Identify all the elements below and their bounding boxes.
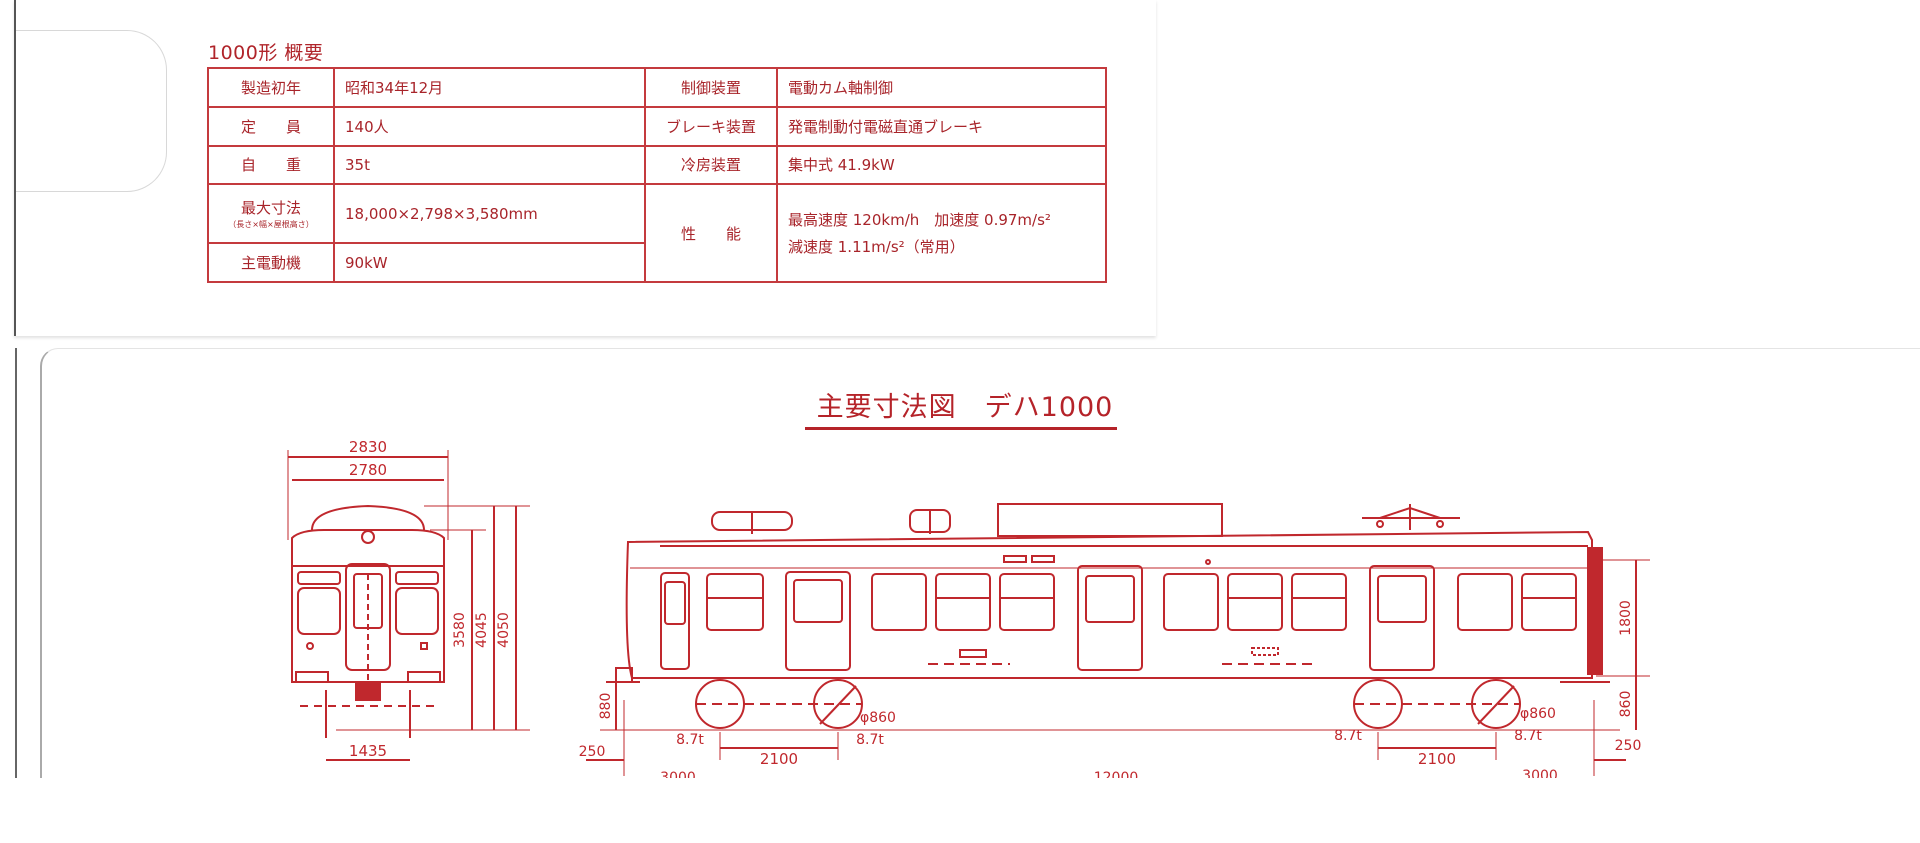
side-plate (959, 649, 987, 658)
cab-door (660, 572, 690, 670)
page-margin (0, 778, 1920, 843)
dimension-labels: 2830 2780 3580 4045 4050 1435 1800 860 8… (349, 438, 1641, 786)
front-skirt (407, 671, 441, 683)
overview-title: 1000形 概要 (208, 42, 324, 64)
spec-value: 昭和34年12月 (333, 67, 646, 108)
insulator-icon (1436, 520, 1444, 528)
spec-value: 発電制動付電磁直通ブレーキ (776, 105, 1107, 147)
dim-label: 8.7t (856, 732, 884, 748)
dim-label: 8.7t (1334, 728, 1362, 744)
front-skirt (295, 671, 329, 683)
side-door (785, 571, 851, 671)
diameter-arrow (1477, 685, 1515, 725)
dim-label: 1435 (349, 742, 387, 760)
spec-value: 集中式 41.9kW (776, 144, 1107, 186)
spec-label: ブレーキ装置 (644, 105, 778, 147)
dim-label: 860 (1618, 691, 1634, 718)
dim-label: 2100 (760, 750, 798, 768)
side-window (999, 573, 1055, 631)
dim-label: 2100 (1418, 750, 1456, 768)
side-door (1369, 565, 1435, 671)
spec-label: 製造初年 (207, 67, 335, 108)
spec-label: 定 員 (207, 105, 335, 147)
spec-label: 冷房装置 (644, 144, 778, 186)
diameter-arrow (819, 685, 857, 725)
spec-value: 35t (333, 144, 646, 186)
spec-label: 制御装置 (644, 67, 778, 108)
dim-label: φ860 (1520, 706, 1556, 722)
marker-icon (1205, 559, 1211, 565)
table-row: 主電動機 90kW (207, 242, 1106, 283)
gangway-icon (1587, 547, 1603, 675)
front-view (287, 450, 530, 761)
dim-label: 8.7t (1514, 728, 1542, 744)
side-window (1227, 573, 1283, 631)
front-window-left (297, 587, 341, 635)
dim-label: 2830 (349, 438, 387, 456)
dim-label: 8.7t (676, 732, 704, 748)
card-edge (15, 348, 17, 778)
front-body (291, 529, 445, 683)
side-door-window (1085, 575, 1135, 623)
dim-label: 880 (598, 693, 614, 720)
table-row: 定 員 140人 ブレーキ装置 発電制動付電磁直通ブレーキ (207, 105, 1107, 147)
performance-line: 減速度 1.11m/s²（常用） (788, 238, 965, 257)
spec-label-note: （長さ×幅×屋根高さ） (228, 220, 314, 230)
side-body (625, 530, 1593, 679)
envelope-notch (16, 30, 167, 192)
table-row: 製造初年 昭和34年12月 制御装置 電動カム軸制御 (207, 67, 1107, 108)
dim-label: 250 (579, 744, 606, 760)
side-window (871, 573, 927, 631)
performance-line: 最高速度 120km/h 加速度 0.97m/s² (788, 211, 1051, 230)
dim-label: 4050 (496, 612, 512, 648)
spec-label: 自 重 (207, 144, 335, 186)
side-window (1291, 573, 1347, 631)
insulator-icon (1376, 520, 1384, 528)
side-window (706, 573, 764, 631)
indicator-light (1003, 555, 1027, 563)
tail-light-icon (306, 642, 314, 650)
coupler-icon (355, 681, 381, 701)
dim-label: 250 (1615, 738, 1642, 754)
spec-value: 90kW (333, 242, 646, 283)
diagram-card (40, 348, 1920, 789)
side-window (1521, 573, 1577, 631)
side-door-window (1377, 575, 1427, 623)
air-conditioner-unit (997, 503, 1223, 537)
tail-light-icon (420, 642, 428, 650)
dim-label: 1800 (1618, 600, 1634, 636)
side-door-window (793, 579, 843, 623)
dim-label: 3580 (452, 612, 468, 648)
spec-label: 性 能 (644, 183, 778, 283)
spec-label: 最大寸法 (240, 199, 301, 218)
indicator-light (1031, 555, 1055, 563)
table-row: 最大寸法 （長さ×幅×屋根高さ） 18,000×2,798×3,580mm 性 … (207, 183, 1107, 283)
front-destination-window (297, 571, 341, 585)
spec-label: 主電動機 (207, 242, 335, 283)
performance-cell: 最高速度 120km/h 加速度 0.97m/s² 減速度 1.11m/s²（常… (776, 183, 1107, 283)
spec-value: 電動カム軸制御 (776, 67, 1107, 108)
spec-table: 製造初年 昭和34年12月 制御装置 電動カム軸制御 定 員 140人 ブレーキ… (207, 67, 1107, 283)
title-underline (805, 427, 1117, 430)
spec-label-dimensions: 最大寸法 （長さ×幅×屋根高さ） (207, 183, 335, 245)
headlight-icon (361, 530, 375, 544)
dim-label: φ860 (860, 710, 896, 726)
table-row: 自 重 35t 冷房装置 集中式 41.9kW (207, 144, 1107, 186)
dim-label: 2780 (349, 461, 387, 479)
side-view (586, 503, 1650, 776)
roof-dome (311, 504, 425, 531)
diagram-title: 主要寸法図 デハ1000 (816, 392, 1114, 423)
front-window-right (395, 587, 439, 635)
front-destination-window (395, 571, 439, 585)
dim-label: 4045 (474, 612, 490, 648)
spec-value: 140人 (333, 105, 646, 147)
side-plate (1251, 647, 1279, 656)
spec-value: 18,000×2,798×3,580mm (333, 183, 646, 245)
side-window (1163, 573, 1219, 631)
side-window (1457, 573, 1513, 631)
side-window (935, 573, 991, 631)
cab-door-window (664, 581, 686, 625)
side-door (1077, 565, 1143, 671)
